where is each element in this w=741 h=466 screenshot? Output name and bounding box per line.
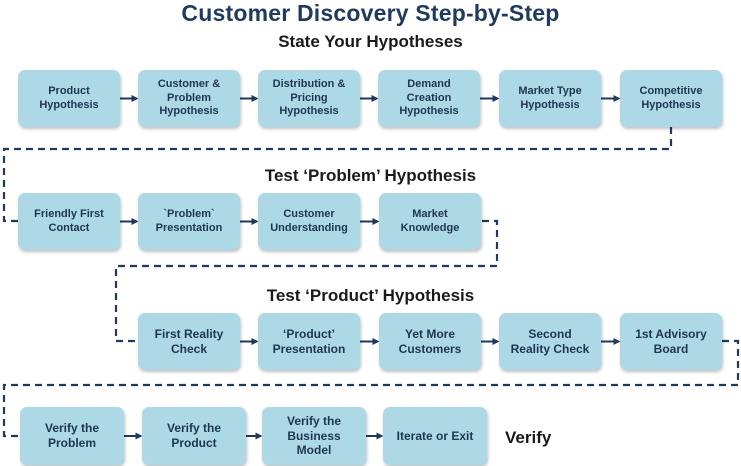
dashed-connector-row3-to-row4 [2, 339, 740, 438]
step-yet-more-customers: Yet More Customers [379, 313, 481, 370]
phase-heading-verify: Verify [505, 428, 552, 447]
step-second-reality-check: Second Reality Check [499, 313, 601, 370]
phase-heading-test-product: Test ‘Product’ Hypothesis [266, 286, 475, 305]
step-demand-creation-hypothesis: Demand Creation Hypothesis [378, 70, 480, 127]
step-verify-business-model: Verify the Business Model [262, 407, 366, 465]
step-iterate-or-exit: Iterate or Exit [383, 407, 487, 465]
step-product-hypothesis: Product Hypothesis [18, 70, 120, 127]
dashed-connector-row1-to-row2 [2, 127, 673, 223]
step-market-type-hypothesis: Market Type Hypothesis [499, 70, 601, 127]
step-first-reality-check: First Reality Check [138, 313, 240, 370]
step-customer-understanding: Customer Understanding [258, 193, 360, 250]
step-market-knowledge: Market Knowledge [379, 193, 481, 250]
step-customer-problem-hypothesis: Customer & Problem Hypothesis [138, 70, 240, 127]
step-problem-presentation: `Problem` Presentation [138, 193, 240, 250]
phase-heading-state-hypotheses: State Your Hypotheses [278, 32, 463, 51]
step-friendly-first-contact: Friendly First Contact [18, 193, 120, 250]
page-title: Customer Discovery Step-by-Step [181, 0, 560, 26]
step-verify-problem: Verify the Problem [20, 407, 124, 465]
step-first-advisory-board: 1st Advisory Board [620, 313, 722, 370]
dashed-connector-row2-to-row3 [114, 219, 499, 343]
step-competitive-hypothesis: Competitive Hypothesis [620, 70, 722, 127]
step-distribution-pricing-hypothesis: Distribution & Pricing Hypothesis [258, 70, 360, 127]
step-verify-product: Verify the Product [142, 407, 246, 465]
phase-heading-test-problem: Test ‘Problem’ Hypothesis [264, 166, 477, 185]
step-product-presentation: ‘Product’ Presentation [258, 313, 360, 370]
